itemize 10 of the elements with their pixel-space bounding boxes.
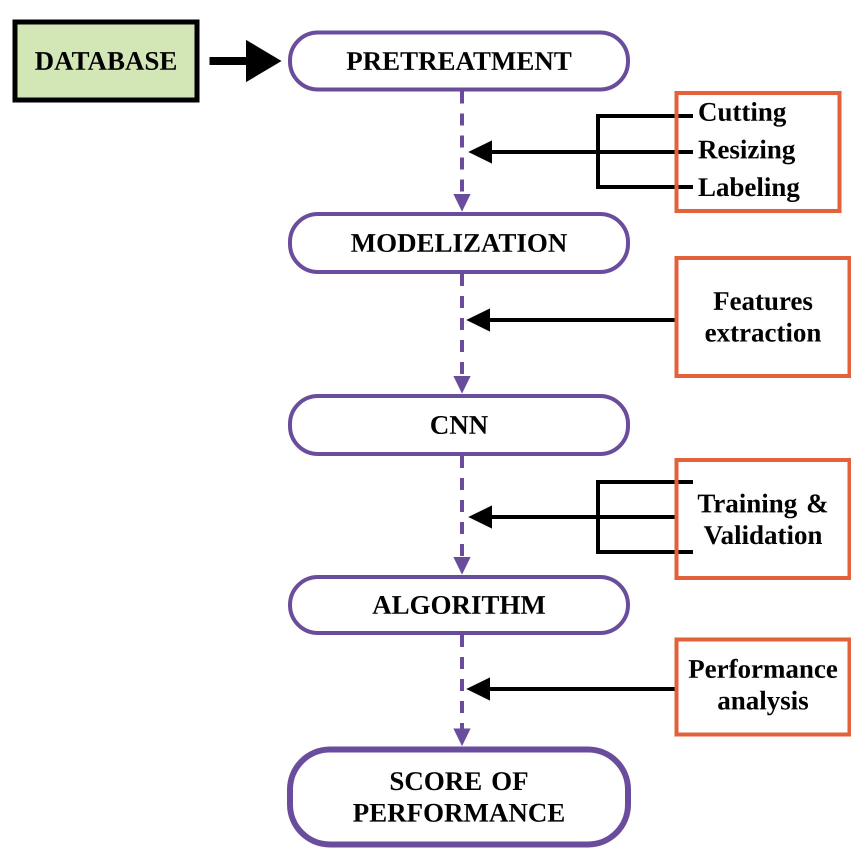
database-box: DATABASE xyxy=(12,20,200,102)
process-box: Features extraction xyxy=(674,256,851,378)
process-box: CNN xyxy=(288,394,630,456)
process-box: PRETREATMENT xyxy=(288,30,630,92)
step-list-box: Cutting Resizing Labeling xyxy=(674,91,842,213)
process-box: MODELIZATION xyxy=(288,212,630,274)
process-box: Performance analysis xyxy=(674,638,851,736)
result-box: SCORE OF PERFORMANCE xyxy=(287,746,631,848)
process-box: Training & Validation xyxy=(674,458,851,580)
process-box: ALGORITHM xyxy=(288,575,630,635)
